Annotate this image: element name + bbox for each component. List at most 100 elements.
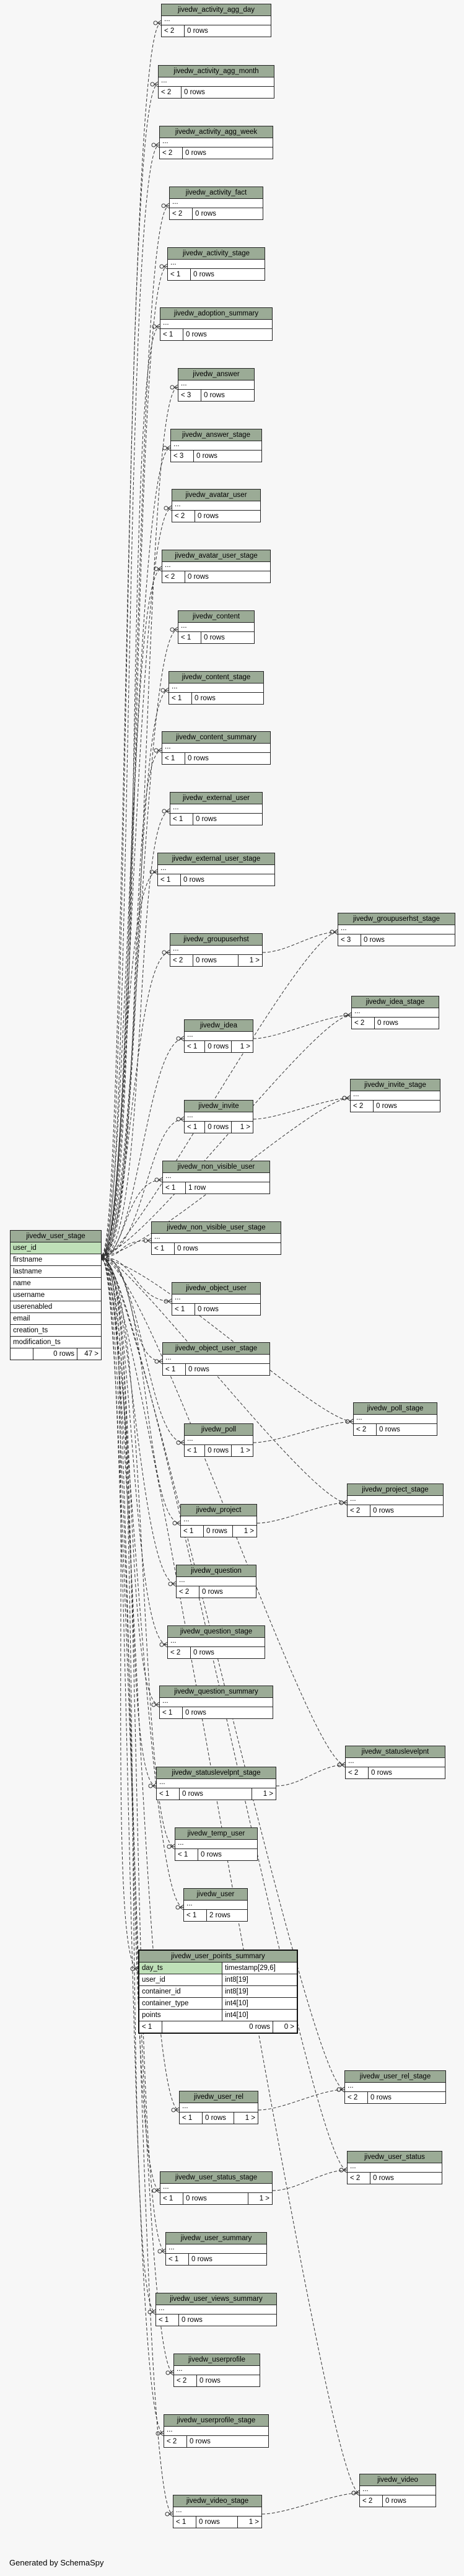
table-title[interactable]: jivedw_user_stage — [11, 1231, 101, 1242]
table-title[interactable]: jivedw_external_user — [170, 793, 262, 804]
table-title[interactable]: jivedw_answer — [178, 369, 254, 380]
column-name[interactable]: name — [11, 1278, 101, 1290]
table-title[interactable]: jivedw_question — [177, 1565, 256, 1577]
table-title[interactable]: jivedw_user_summary — [166, 2233, 266, 2244]
column-username[interactable]: username — [11, 1290, 101, 1301]
table-title[interactable]: jivedw_user_status — [348, 2152, 442, 2163]
table-title[interactable]: jivedw_userprofile_stage — [164, 2415, 268, 2427]
column-creation-ts[interactable]: creation_ts — [11, 1325, 101, 1337]
table-title[interactable]: jivedw_avatar_user_stage — [162, 550, 270, 562]
table-title[interactable]: jivedw_idea_stage — [352, 996, 439, 1008]
table-title[interactable]: jivedw_video — [360, 2474, 436, 2486]
table-title[interactable]: jivedw_non_visible_user_stage — [152, 1222, 281, 1234]
column-email[interactable]: email — [11, 1313, 101, 1325]
table-title[interactable]: jivedw_userprofile — [174, 2354, 260, 2366]
column-user-id[interactable]: user_id — [11, 1242, 101, 1254]
column-lastname[interactable]: lastname — [11, 1266, 101, 1278]
table-title[interactable]: jivedw_user_rel_stage — [345, 2071, 445, 2083]
table-title[interactable]: jivedw_user_rel — [180, 2091, 258, 2103]
table-title[interactable]: jivedw_activity_fact — [170, 187, 263, 199]
column-modification-ts[interactable]: modification_ts — [11, 1337, 101, 1348]
table-title[interactable]: jivedw_invite — [185, 1101, 253, 1112]
table-title[interactable]: jivedw_activity_agg_week — [160, 126, 273, 138]
table-title[interactable]: jivedw_poll — [185, 1424, 253, 1436]
table-title[interactable]: jivedw_user_status_stage — [160, 2172, 272, 2184]
table-title[interactable]: jivedw_statuslevelpnt_stage — [157, 1767, 276, 1779]
table-title[interactable]: jivedw_invite_stage — [351, 1079, 440, 1091]
table-title[interactable]: jivedw_answer_stage — [171, 429, 261, 441]
table-title[interactable]: jivedw_video_stage — [173, 2495, 261, 2507]
table-title[interactable]: jivedw_content_stage — [169, 672, 263, 684]
table-title[interactable]: jivedw_user_points_summary — [139, 1951, 297, 1963]
table-title[interactable]: jivedw_idea — [185, 1020, 253, 1032]
table-title[interactable]: jivedw_non_visible_user — [163, 1161, 269, 1173]
table-title[interactable]: jivedw_question_summary — [160, 1686, 273, 1698]
table-title[interactable]: jivedw_object_user_stage — [163, 1343, 269, 1355]
table-title[interactable]: jivedw_avatar_user — [172, 490, 260, 501]
table-title[interactable]: jivedw_project_stage — [348, 1484, 443, 1496]
table-title[interactable]: jivedw_statuslevelpnt — [346, 1746, 445, 1758]
table-title[interactable]: jivedw_project — [181, 1505, 256, 1516]
table-title[interactable]: jivedw_activity_agg_day — [162, 4, 271, 16]
column-firstname[interactable]: firstname — [11, 1254, 101, 1266]
table-title[interactable]: jivedw_temp_user — [175, 1828, 257, 1840]
table-title[interactable]: jivedw_content_summary — [162, 732, 270, 744]
table-title[interactable]: jivedw_groupuserhst_stage — [338, 913, 455, 925]
table-title[interactable]: jivedw_user — [184, 1889, 247, 1901]
column-userenabled[interactable]: userenabled — [11, 1301, 101, 1313]
table-title[interactable]: jivedw_object_user — [172, 1283, 260, 1295]
table-title[interactable]: jivedw_activity_stage — [168, 248, 265, 260]
